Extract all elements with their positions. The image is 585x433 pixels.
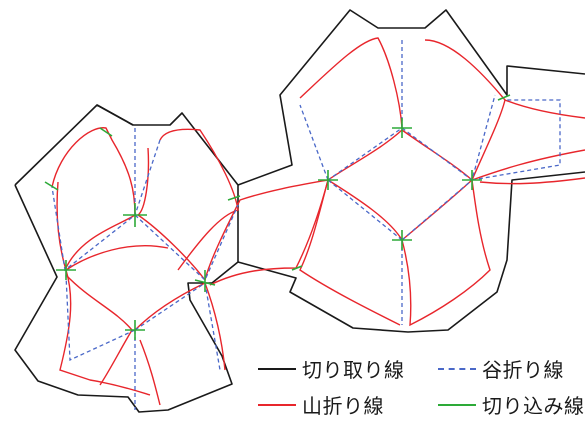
legend-label-slit: 切り込み線 bbox=[482, 394, 585, 418]
legend: 切り取り線 谷折り線 山折り線 切り込み線 bbox=[258, 354, 585, 426]
slit-line-swatch bbox=[438, 403, 476, 406]
legend-label-cut: 切り取り線 bbox=[302, 358, 405, 382]
slit-lines bbox=[44, 94, 511, 340]
legend-label-valley: 谷折り線 bbox=[482, 358, 564, 382]
cut-line-swatch bbox=[258, 367, 296, 370]
legend-label-mountain: 山折り線 bbox=[302, 394, 384, 418]
legend-item-valley: 谷折り線 bbox=[438, 354, 564, 383]
cut-lines bbox=[14, 9, 585, 413]
legend-item-mountain: 山折り線 bbox=[258, 390, 384, 419]
legend-item-slit: 切り込み線 bbox=[438, 390, 585, 419]
valley-fold-swatch bbox=[438, 367, 476, 370]
mountain-fold-swatch bbox=[258, 403, 296, 406]
legend-item-cut: 切り取り線 bbox=[258, 354, 405, 383]
